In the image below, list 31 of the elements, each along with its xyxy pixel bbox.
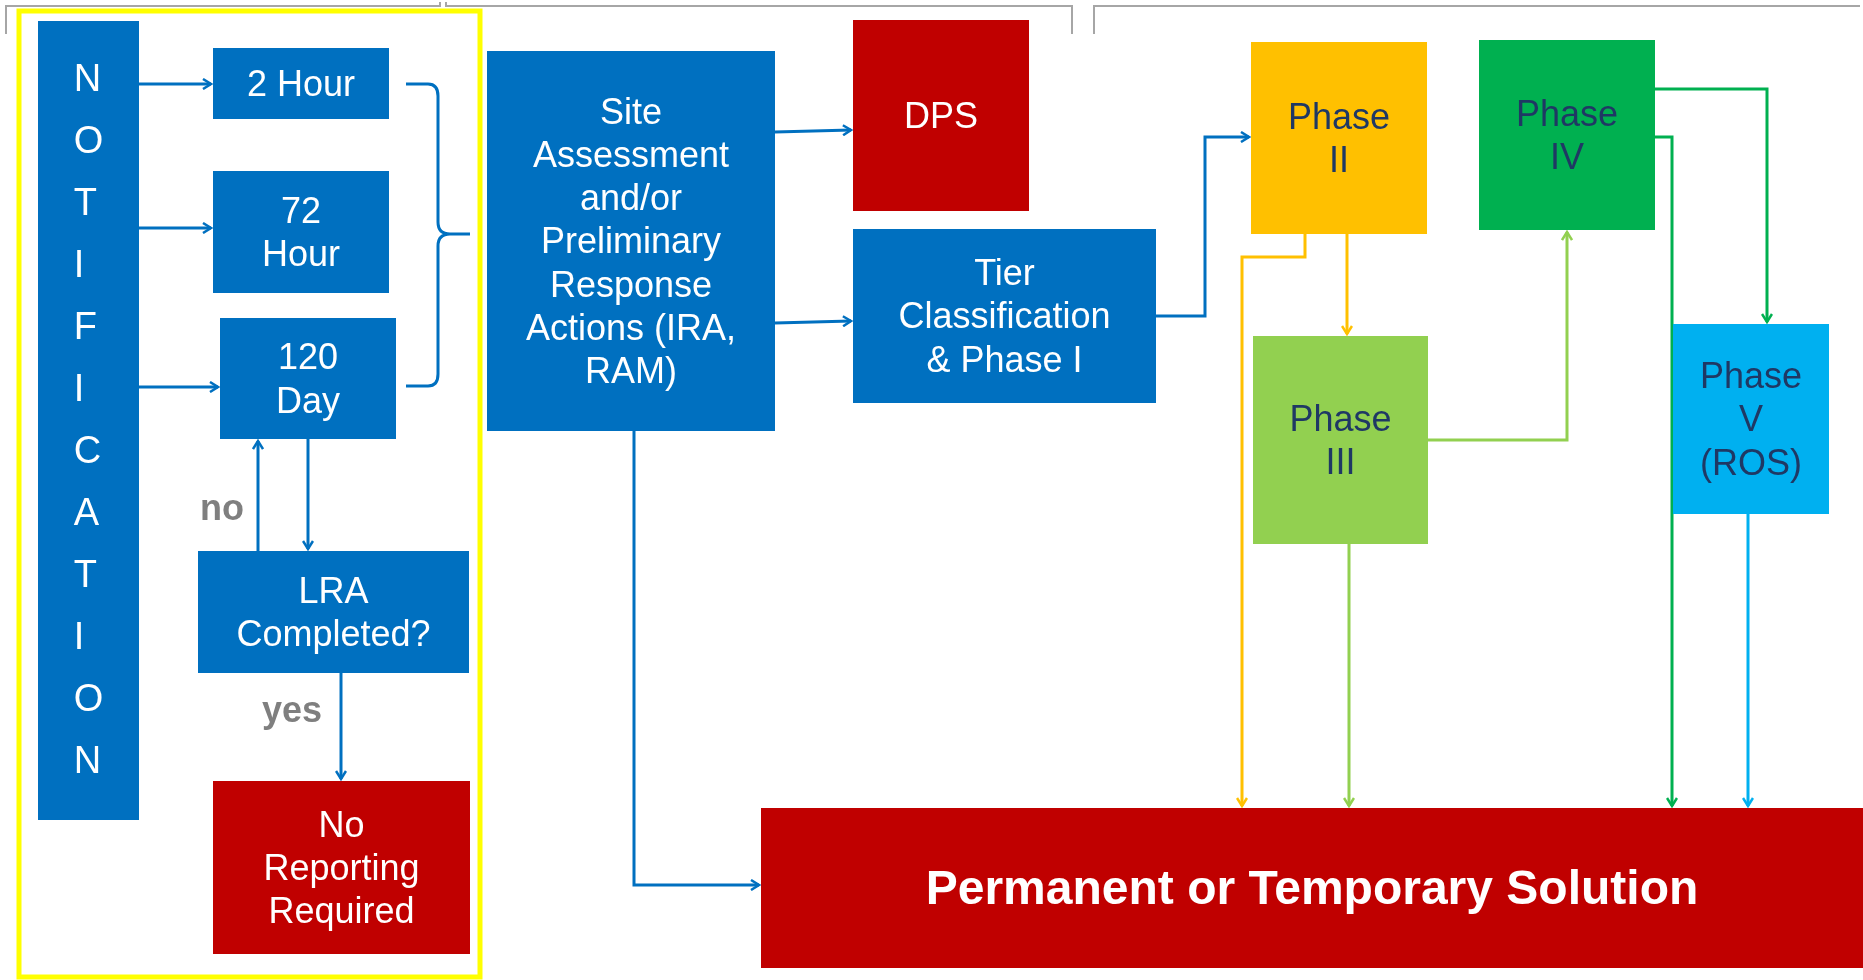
arrow <box>301 439 315 551</box>
process-box: Phase IV <box>1479 40 1655 230</box>
title-bar: NOTIFICATION <box>38 21 139 820</box>
arrow <box>632 431 761 892</box>
process-box: DPS <box>853 20 1029 211</box>
process-box: Tier Classification & Phase I <box>853 229 1156 403</box>
arrow <box>1342 544 1356 808</box>
decision-box: LRA Completed? <box>198 551 469 673</box>
outcome-box: Permanent or Temporary Solution <box>761 808 1863 968</box>
arrow <box>1655 87 1774 324</box>
process-box: 72 Hour <box>213 171 389 293</box>
arrow <box>1156 130 1251 318</box>
process-box: Phase V (ROS) <box>1673 324 1829 514</box>
process-box: Phase III <box>1253 336 1428 544</box>
arrow <box>774 123 853 137</box>
arrow <box>139 380 220 394</box>
process-box: Phase II <box>1251 42 1427 234</box>
process-box: 2 Hour <box>213 48 389 119</box>
arrow <box>139 221 213 235</box>
process-box: Site Assessment and/or Preliminary Response Actions (IRA, RAM) <box>487 51 775 431</box>
arrow <box>139 77 213 91</box>
arrow <box>251 439 265 551</box>
arrow <box>1741 514 1755 808</box>
arrow <box>1428 230 1574 442</box>
arrow <box>1235 234 1307 808</box>
arrow <box>334 673 348 781</box>
process-box: 120 Day <box>220 318 396 439</box>
process-box: No Reporting Required <box>213 781 470 954</box>
arrow <box>1655 135 1679 808</box>
arrow <box>774 314 853 328</box>
arrow <box>1340 234 1354 336</box>
